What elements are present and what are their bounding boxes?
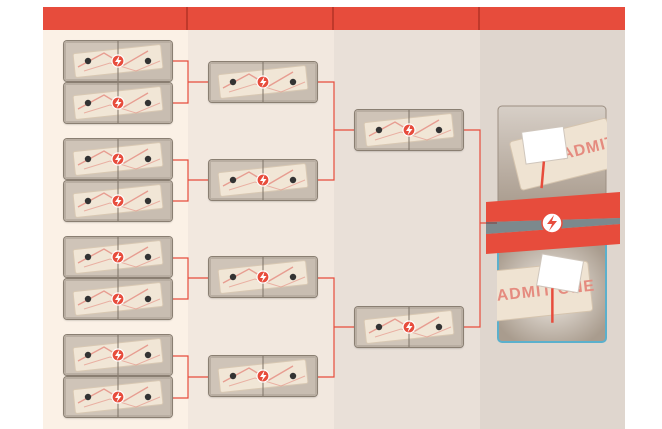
round-3-column: [334, 30, 480, 429]
matchup-card-round-1-5[interactable]: [64, 237, 172, 277]
matchup-card-round-2-3[interactable]: [209, 257, 317, 297]
round-1-header: [43, 7, 188, 30]
matchup-card-round-3-1[interactable]: [355, 110, 463, 150]
matchup-card-round-1-2[interactable]: [64, 83, 172, 123]
final-header: [480, 7, 625, 30]
matchup-card-round-2-4[interactable]: [209, 356, 317, 396]
round-2-header: [188, 7, 334, 30]
round-3-header: [334, 7, 480, 30]
final-versus-ribbon: [486, 192, 620, 254]
matchup-card-round-2-2[interactable]: [209, 160, 317, 200]
matchup-card-round-2-1[interactable]: [209, 62, 317, 102]
matchup-card-round-1-6[interactable]: [64, 279, 172, 319]
matchup-card-round-1-3[interactable]: [64, 139, 172, 179]
matchup-card-round-1-8[interactable]: [64, 377, 172, 417]
matchup-card-round-1-4[interactable]: [64, 181, 172, 221]
lightning-bolt-icon: [541, 212, 563, 234]
matchup-card-round-1-7[interactable]: [64, 335, 172, 375]
matchup-card-round-3-2[interactable]: [355, 307, 463, 347]
matchup-card-round-1-1[interactable]: [64, 41, 172, 81]
